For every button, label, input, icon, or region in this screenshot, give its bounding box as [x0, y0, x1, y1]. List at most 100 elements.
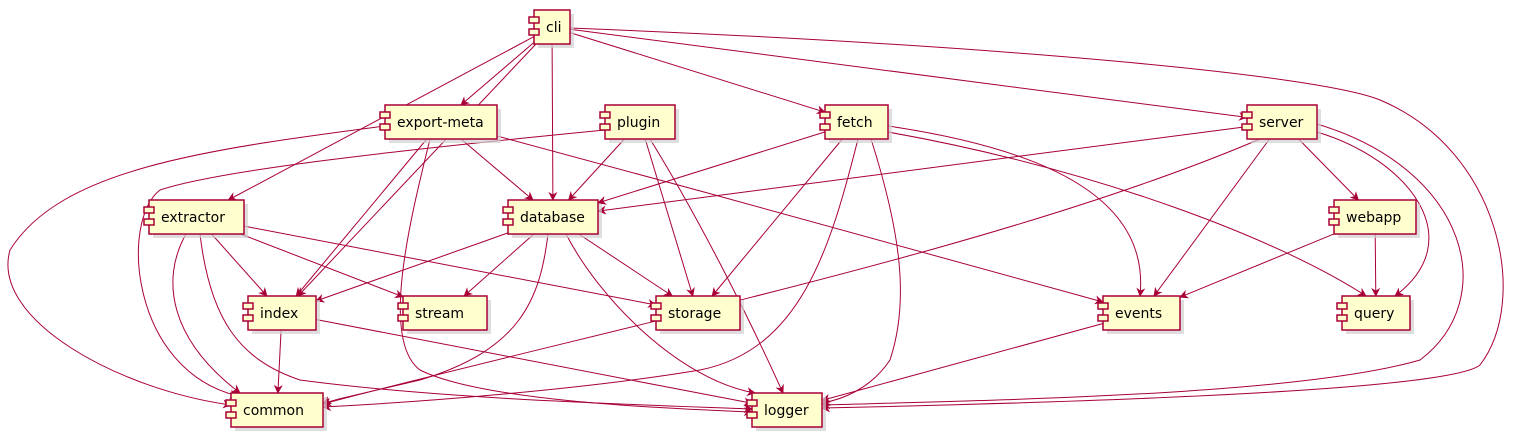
edge-server-to-events [1153, 138, 1270, 297]
component-webapp[interactable]: webapp [1328, 199, 1420, 238]
edge-extractor-to-storage [243, 225, 657, 308]
component-box [384, 104, 498, 140]
component-cli[interactable]: cli [528, 9, 574, 48]
edge-server-to-logger [821, 123, 1464, 410]
component-icon [242, 302, 254, 310]
component-label: logger [764, 403, 809, 419]
component-server[interactable]: server [1241, 104, 1321, 143]
component-label: query [1354, 306, 1394, 322]
component-index[interactable]: index [242, 295, 320, 334]
component-common[interactable]: common [225, 392, 327, 431]
component-extractor[interactable]: extractor [143, 199, 248, 238]
component-label: events [1115, 306, 1162, 322]
component-icon [397, 314, 409, 322]
component-box [751, 392, 823, 428]
edge-fetch-to-storage [711, 138, 843, 297]
component-box [230, 392, 324, 428]
component-icon [599, 123, 611, 131]
component-box [507, 199, 599, 235]
edge-cli-to-server [569, 28, 1248, 121]
component-icon [746, 411, 758, 419]
component-label: extractor [161, 210, 225, 226]
component-storage[interactable]: storage [650, 295, 744, 334]
component-label: common [243, 403, 304, 419]
edge-database-to-stream [463, 233, 535, 297]
edge-export-meta-to-common [7, 125, 386, 409]
edge-server-to-webapp [1298, 138, 1360, 201]
edge-fetch-to-query [887, 131, 1367, 297]
edge-server-to-query [1316, 131, 1430, 297]
component-plugin[interactable]: plugin [599, 104, 679, 143]
edge-plugin-to-storage [644, 138, 695, 297]
component-box [1333, 199, 1417, 235]
edge-plugin-to-logger [649, 138, 784, 394]
component-box [148, 199, 245, 235]
edge-events-to-logger [821, 323, 1104, 403]
edge-export-meta-to-logger [399, 138, 753, 417]
edge-cli-to-index [297, 43, 537, 297]
edge-server-to-common [322, 138, 1261, 407]
component-stream[interactable]: stream [397, 295, 491, 334]
component-icon [143, 218, 155, 226]
edge-fetch-to-database [597, 131, 826, 205]
component-query[interactable]: query [1336, 295, 1414, 334]
edge-plugin-to-common [137, 129, 606, 399]
component-icon [225, 399, 237, 407]
component-icon [502, 218, 514, 226]
component-icon [1336, 314, 1348, 322]
edge-index-to-common [273, 329, 283, 394]
component-box [402, 295, 488, 331]
component-icon [1097, 302, 1109, 310]
edge-cli-to-fetch [569, 32, 826, 115]
component-icon [599, 111, 611, 119]
component-icon [1328, 218, 1340, 226]
component-box [824, 104, 889, 140]
component-icon [379, 123, 391, 131]
edges-layer [7, 27, 1504, 417]
edge-export-meta-to-index [295, 138, 428, 297]
component-icon [819, 111, 831, 119]
component-label: plugin [617, 115, 660, 131]
component-label: database [520, 210, 585, 226]
component-icon [650, 302, 662, 310]
component-icon [746, 399, 758, 407]
edge-extractor-to-logger [199, 233, 753, 414]
component-logger[interactable]: logger [746, 392, 826, 431]
component-icon [1097, 314, 1109, 322]
component-icon [143, 206, 155, 214]
edge-export-meta-to-database [460, 138, 534, 201]
component-icon [397, 302, 409, 310]
edge-database-to-common [322, 233, 549, 405]
component-label: server [1259, 115, 1304, 131]
component-database[interactable]: database [502, 199, 602, 238]
component-icon [379, 111, 391, 119]
component-icon [1328, 206, 1340, 214]
component-box [1246, 104, 1318, 140]
component-icon [1241, 123, 1253, 131]
component-label: cli [546, 20, 561, 36]
component-label: webapp [1346, 210, 1401, 226]
edge-extractor-to-index [211, 233, 268, 297]
edge-extractor-to-stream [240, 233, 404, 299]
component-icon [242, 314, 254, 322]
component-fetch[interactable]: fetch [819, 104, 892, 143]
component-icon [528, 28, 540, 36]
edge-fetch-to-common [322, 138, 859, 412]
edge-index-to-logger [315, 319, 753, 407]
component-icon [650, 314, 662, 322]
component-label: index [260, 306, 298, 322]
edge-database-to-index [315, 232, 509, 303]
component-label: fetch [837, 115, 873, 131]
component-box [1341, 295, 1411, 331]
component-label: export-meta [397, 115, 484, 131]
edge-cli-to-database [548, 43, 558, 201]
component-box [247, 295, 317, 331]
component-events[interactable]: events [1097, 295, 1184, 334]
component-box [604, 104, 676, 140]
component-export-meta[interactable]: export-meta [379, 104, 501, 143]
edge-database-to-storage [578, 233, 674, 297]
edge-fetch-to-events [887, 125, 1146, 297]
edge-database-to-logger [565, 233, 756, 397]
edge-cli-to-export-meta [460, 42, 535, 106]
